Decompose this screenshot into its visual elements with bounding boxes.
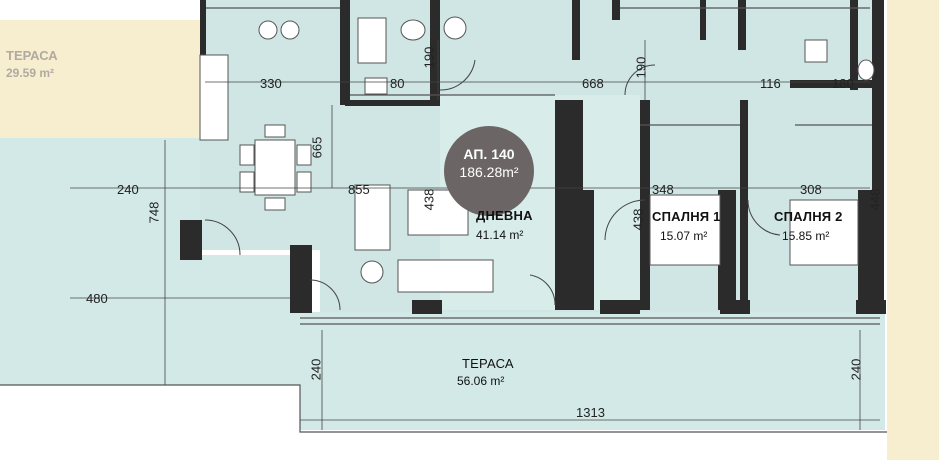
dimension-label: 116 [760, 76, 781, 91]
dimension-label: 80 [390, 76, 405, 91]
apartment-area: 186.28m² [459, 164, 519, 180]
neighbor-terrace-name: ТЕРАСА [6, 48, 58, 63]
dimension-label: 190 [633, 56, 649, 79]
living-room-area: 41.14 m² [476, 228, 524, 242]
dimension-label: 668 [582, 76, 604, 91]
dimension-label: 240 [848, 358, 864, 381]
bedroom-1-name: СПАЛНЯ 1 [652, 209, 721, 224]
neighbor-terrace-area [0, 20, 200, 138]
bed-2 [789, 199, 859, 266]
neighbor-terrace-area: 29.59 m² [6, 66, 55, 80]
dimension-label: 348 [652, 182, 674, 197]
dimension-label: 448 [867, 188, 883, 211]
sofa [354, 184, 391, 251]
dimension-label: 665 [309, 136, 325, 159]
dimension-label: 240 [117, 182, 139, 197]
tv-unit [397, 259, 494, 293]
living-room-name: ДНЕВНА [476, 208, 533, 223]
terrace-floor [0, 138, 885, 430]
dimension-label: 330 [260, 76, 282, 91]
dimension-label: 438 [630, 208, 646, 231]
dimension-label: 240 [308, 358, 324, 381]
apartment-number: АП. 140 [463, 146, 515, 162]
neighbor-right-area [887, 0, 939, 460]
apartment-badge: АП. 140 186.28m² [444, 126, 534, 216]
dimension-label: 180 [832, 76, 854, 91]
bedroom-2-area: 15.85 m² [782, 229, 830, 243]
dimension-label: 308 [800, 182, 822, 197]
terrace-name: ТЕРАСА [462, 356, 514, 371]
dimension-label: 1313 [576, 405, 605, 420]
dimension-label: 438 [421, 188, 437, 211]
dimension-label: 748 [146, 201, 162, 224]
terrace-area: 56.06 m² [457, 374, 505, 388]
dimension-label: 480 [86, 291, 108, 306]
bedroom-2-name: СПАЛНЯ 2 [774, 209, 843, 224]
walls [180, 0, 886, 314]
bed-1 [649, 194, 721, 266]
dimension-label: 190 [421, 46, 437, 69]
bedroom-1-area: 15.07 m² [660, 229, 708, 243]
dining-table [254, 139, 296, 196]
dimension-label: 855 [348, 182, 370, 197]
kitchen-counter [199, 54, 229, 141]
